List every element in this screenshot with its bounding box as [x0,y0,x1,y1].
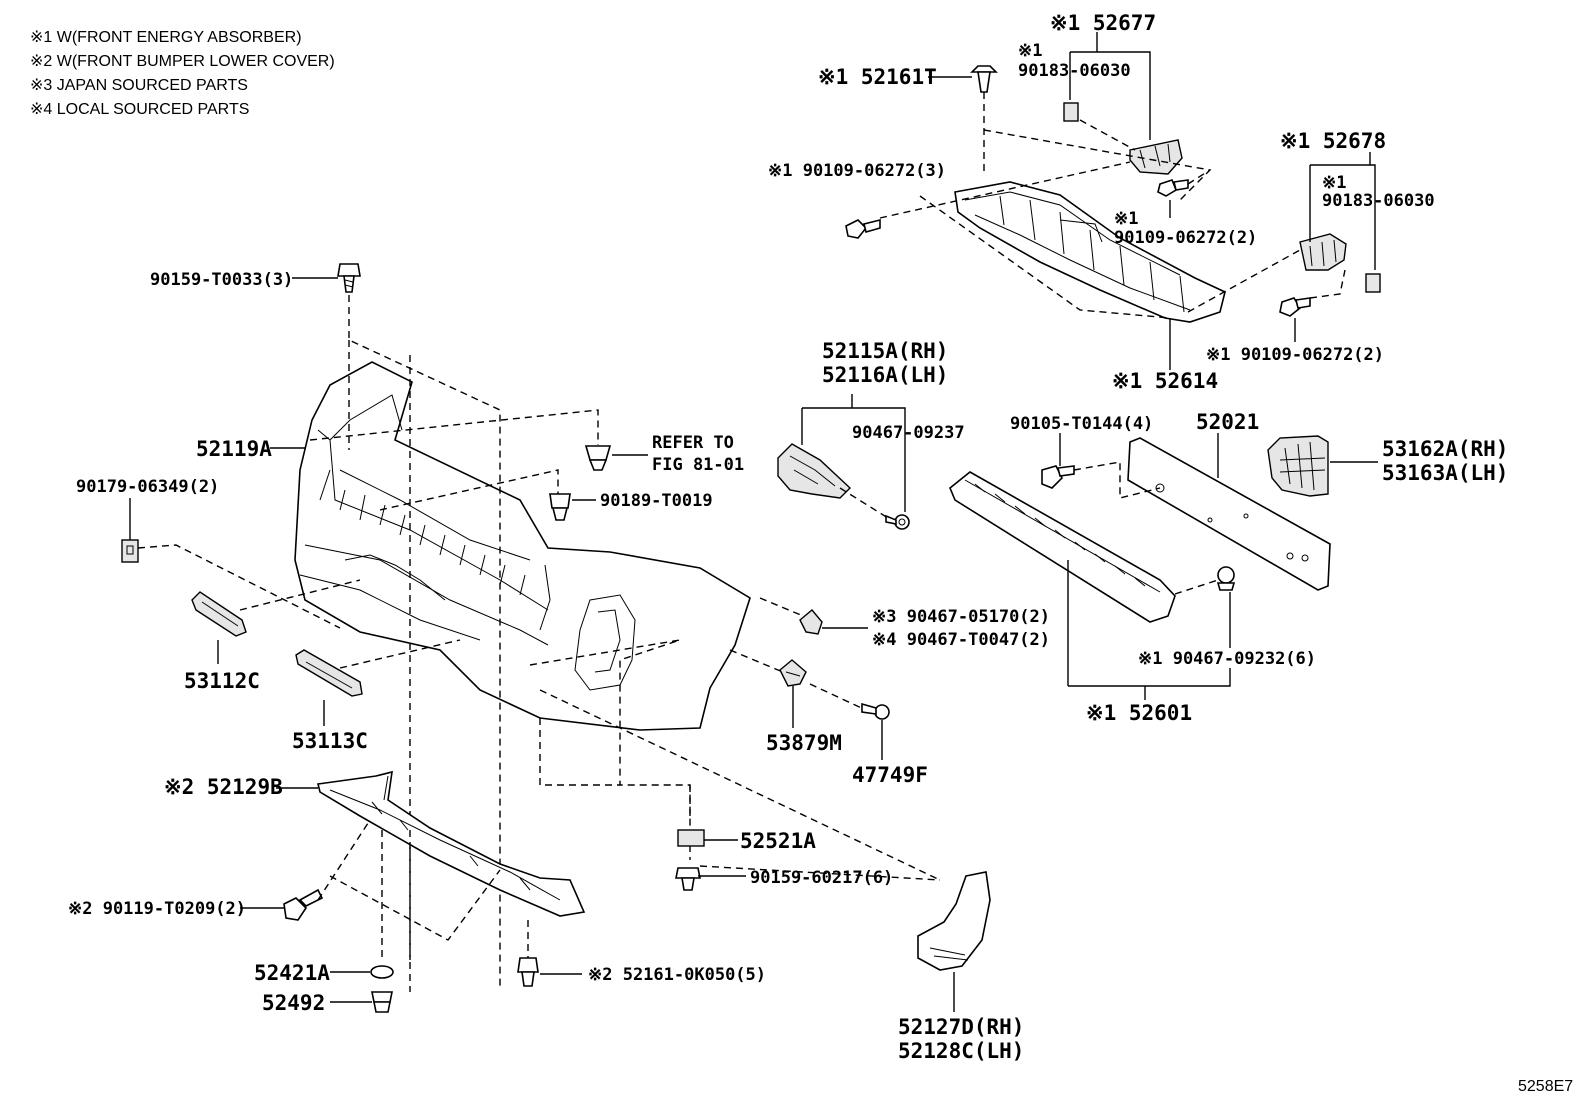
energy-absorber-part[interactable] [954,181,1226,323]
label-90109-3[interactable]: ※1 90109-06272(3) [768,161,946,181]
bracket-52677-part[interactable] [1129,139,1183,175]
label-90183b-mark: ※1 [1322,173,1346,193]
label-90159-60217[interactable]: 90159-60217(6) [750,868,893,888]
label-90119[interactable]: ※2 90119-T0209(2) [68,899,246,919]
legend-notes: ※1 W(FRONT ENERGY ABSORBER) ※2 W(FRONT B… [30,29,335,118]
bracket-52678-part[interactable] [1299,233,1347,271]
label-refer-fig[interactable]: FIG 81-01 [652,455,744,475]
bumper-cover-part[interactable] [294,361,751,731]
label-53113C[interactable]: 53113C [292,729,368,753]
label-52521A[interactable]: 52521A [740,829,816,853]
label-52161-0K050[interactable]: ※2 52161-0K050(5) [588,965,766,985]
label-90179[interactable]: 90179-06349(2) [76,477,219,497]
label-90467-09237[interactable]: 90467-09237 [852,423,965,443]
bolt-90109-2a-part[interactable] [1157,179,1189,197]
label-47749F[interactable]: 47749F [852,763,928,787]
bolt-90119-T0209-part[interactable] [283,888,324,921]
callout-labels: ※1 52677 ※1 90183-06030 ※1 52161T ※1 901… [68,11,1508,1063]
clip-90183a-part[interactable] [1063,102,1079,122]
label-90189[interactable]: 90189-T0019 [600,491,713,511]
bolt-90105-part[interactable] [1041,465,1075,489]
note-3: ※3 JAPAN SOURCED PARTS [30,77,248,94]
bracket-53162A-part[interactable] [1267,435,1329,497]
label-90109-2b[interactable]: ※1 90109-06272(2) [1206,345,1384,365]
diagram-code: 5258E7 [1518,1078,1573,1095]
label-52128C[interactable]: 52128C(LH) [898,1039,1024,1063]
label-52421A[interactable]: 52421A [254,961,330,985]
label-90109-2a-mark: ※1 [1114,209,1138,229]
reflector-53113C-part[interactable] [295,649,363,697]
label-90183b[interactable]: 90183-06030 [1322,191,1435,211]
clip-90183b-part[interactable] [1365,273,1381,293]
retainer-53879M-part[interactable] [779,659,807,687]
label-52678[interactable]: ※1 52678 [1280,129,1386,153]
lower-cover-52129B-part[interactable] [317,770,586,917]
label-90467-09232[interactable]: ※1 90467-09232(6) [1138,649,1316,669]
label-52127D[interactable]: 52127D(RH) [898,1015,1024,1039]
label-90183a[interactable]: 90183-06030 [1018,61,1131,81]
label-52119A[interactable]: 52119A [196,437,272,461]
reinforcement-52601-part[interactable] [949,471,1176,623]
label-52161T[interactable]: ※1 52161T [818,65,937,89]
label-52116A[interactable]: 52116A(LH) [822,363,948,387]
label-53879M[interactable]: 53879M [766,731,842,755]
clip-refer-part[interactable] [584,445,612,471]
bracket-leaders [801,394,906,519]
bolt-90159-60217-part[interactable] [675,867,701,891]
label-90109-2a[interactable]: 90109-06272(2) [1114,228,1257,248]
clip-52492-part[interactable] [371,991,393,1013]
top-right-leaders [879,32,1376,370]
washer-52421A-part[interactable] [370,965,394,979]
label-52614[interactable]: ※1 52614 [1112,369,1218,393]
bolt-90109-2b-part[interactable] [1279,297,1311,317]
clip-90179-06349-part[interactable] [121,539,139,563]
right-mid-leaders [792,627,883,760]
screw-90467-09237-part[interactable] [885,514,910,530]
label-52601[interactable]: ※1 52601 [1086,701,1192,725]
label-53112C[interactable]: 53112C [184,669,260,693]
note-4: ※4 LOCAL SOURCED PARTS [30,101,249,118]
label-90105[interactable]: 90105-T0144(4) [1010,414,1153,434]
label-52677[interactable]: ※1 52677 [1050,11,1156,35]
label-53162A[interactable]: 53162A(RH) [1382,437,1508,461]
bolt-90159-T0033-part[interactable] [337,263,361,293]
label-53163A[interactable]: 53163A(LH) [1382,461,1508,485]
reflector-53112C-part[interactable] [191,591,247,637]
bolt-90109-3-part[interactable] [845,218,881,239]
label-52115A[interactable]: 52115A(RH) [822,339,948,363]
note-2: ※2 W(FRONT BUMPER LOWER COVER) [30,53,335,70]
label-90467-05170[interactable]: ※3 90467-05170(2) [872,607,1050,627]
lower-leaders [240,787,955,1012]
label-52492[interactable]: 52492 [262,991,325,1015]
plate-52021-part[interactable] [1127,437,1331,591]
clip-90189-T0019-part[interactable] [549,493,571,521]
screw-90467-09232-part[interactable] [1216,566,1236,591]
reinforcement-leaders [1059,433,1378,700]
screw-47749F-part[interactable] [861,702,890,720]
clip-52161-0K050-part[interactable] [517,957,539,987]
label-52021[interactable]: 52021 [1196,410,1259,434]
clip-52161T-part[interactable] [970,65,998,93]
mudguard-52127D-part[interactable] [917,871,991,971]
bracket-52115A-part[interactable] [777,443,852,499]
label-90159-T0033[interactable]: 90159-T0033(3) [150,270,293,290]
clip-90467-05170-part[interactable] [799,609,823,635]
clip-52521A-part[interactable] [677,829,705,847]
label-refer-to[interactable]: REFER TO [652,433,734,453]
label-90183a-mark: ※1 [1018,41,1042,61]
label-52129B[interactable]: ※2 52129B [164,775,283,799]
label-90467-T0047[interactable]: ※4 90467-T0047(2) [872,630,1050,650]
note-1: ※1 W(FRONT ENERGY ABSORBER) [30,29,302,46]
